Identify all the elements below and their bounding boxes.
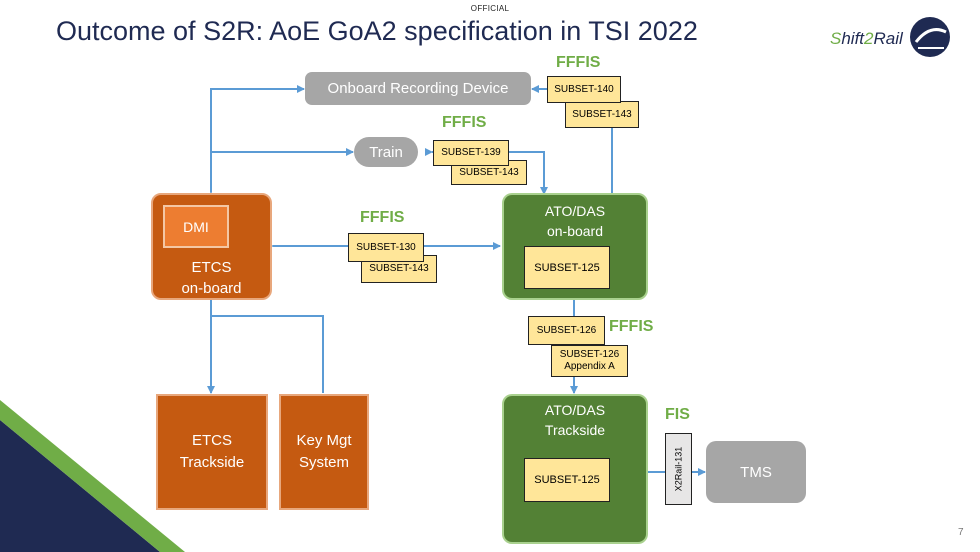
tag-ato-ato-subset-126-appendix-line2: Appendix A xyxy=(564,361,615,372)
dmi-label: DMI xyxy=(183,218,209,235)
tag-train-subset-139-label: SUBSET-139 xyxy=(441,147,501,158)
onboard-recording-device-box: Onboard Recording Device xyxy=(305,72,531,105)
subset-125-trackside-label: SUBSET-125 xyxy=(534,474,600,486)
tag-ato-ato-subset-126-appendix-line1: SUBSET-126 xyxy=(559,349,620,360)
classification-label: OFFICIAL xyxy=(470,4,510,13)
etcs-trackside-box: ETCS Trackside xyxy=(156,394,268,510)
connector-keymgt xyxy=(211,315,324,393)
page-number: 7 xyxy=(958,527,964,538)
tag-etcs-ato-subset-130-label: SUBSET-130 xyxy=(356,241,416,253)
train-label: Train xyxy=(369,143,403,161)
etcs-trackside-line2: Trackside xyxy=(179,454,245,471)
tag-ato-ato-subset-126: SUBSET-126 xyxy=(528,316,605,345)
key-mgt-line1: Key Mgt xyxy=(296,432,352,449)
tag-etcs-ato-subset-130: SUBSET-130 xyxy=(348,233,424,262)
subset-125-onboard-tag: SUBSET-125 xyxy=(524,246,610,289)
tms-box: TMS xyxy=(706,441,806,503)
page-title: Outcome of S2R: AoE GoA2 specification i… xyxy=(56,16,698,46)
key-mgt-line2: System xyxy=(298,454,349,471)
etcs-trackside-line1: ETCS xyxy=(191,432,232,449)
tag-ord-subset-140-label: SUBSET-140 xyxy=(554,83,614,95)
etcs-onboard-line1: ETCS xyxy=(191,259,232,276)
tag-ord-subset-143: SUBSET-143 xyxy=(565,101,639,128)
decorative-stripes xyxy=(0,400,185,552)
tag-tms-x2rail-131: X2Rail-131 xyxy=(665,433,692,505)
tag-tms-x2rail-131-label: X2Rail-131 xyxy=(673,446,684,492)
ato-onboard-line2: on-board xyxy=(546,223,604,239)
tag-ord-subset-143-label: SUBSET-143 xyxy=(572,108,632,120)
subset-125-onboard-label: SUBSET-125 xyxy=(534,261,600,274)
shift2rail-logo: Shift2Rail xyxy=(830,17,950,57)
connector-etcs-ord xyxy=(207,85,305,199)
tag-train-subset-139: SUBSET-139 xyxy=(433,140,509,166)
tag-ato-ato-subset-126-label: SUBSET-126 xyxy=(536,324,597,336)
ato-trackside-line2: Trackside xyxy=(544,422,606,438)
tag-etcs-ato-subset-143-label: SUBSET-143 xyxy=(369,263,429,274)
key-mgt-system-box: Key Mgt System xyxy=(279,394,369,510)
ato-onboard-line1: ATO/DAS xyxy=(544,203,606,219)
etcs-ato-interface-label: FFFIS xyxy=(360,209,405,226)
tag-ord-subset-140: SUBSET-140 xyxy=(547,76,621,103)
ato-ato-interface-label: FFFIS xyxy=(609,318,654,335)
ato-trackside-line1: ATO/DAS xyxy=(544,402,606,418)
train-interface-label: FFFIS xyxy=(442,114,487,131)
ord-interface-label: FFFIS xyxy=(556,54,601,71)
subset-125-trackside-tag: SUBSET-125 xyxy=(524,458,610,502)
tms-interface-label: FIS xyxy=(665,406,690,423)
svg-text:Shift2Rail: Shift2Rail xyxy=(830,29,904,48)
dmi-box: DMI xyxy=(163,205,229,248)
tag-ato-ato-subset-126-appendix: SUBSET-126 Appendix A xyxy=(551,345,628,377)
train-box: Train xyxy=(354,137,418,167)
etcs-onboard-line2: on-board xyxy=(181,280,242,297)
ord-label: Onboard Recording Device xyxy=(327,80,509,97)
tag-train-subset-143-label: SUBSET-143 xyxy=(459,166,519,178)
tms-label: TMS xyxy=(740,463,772,481)
